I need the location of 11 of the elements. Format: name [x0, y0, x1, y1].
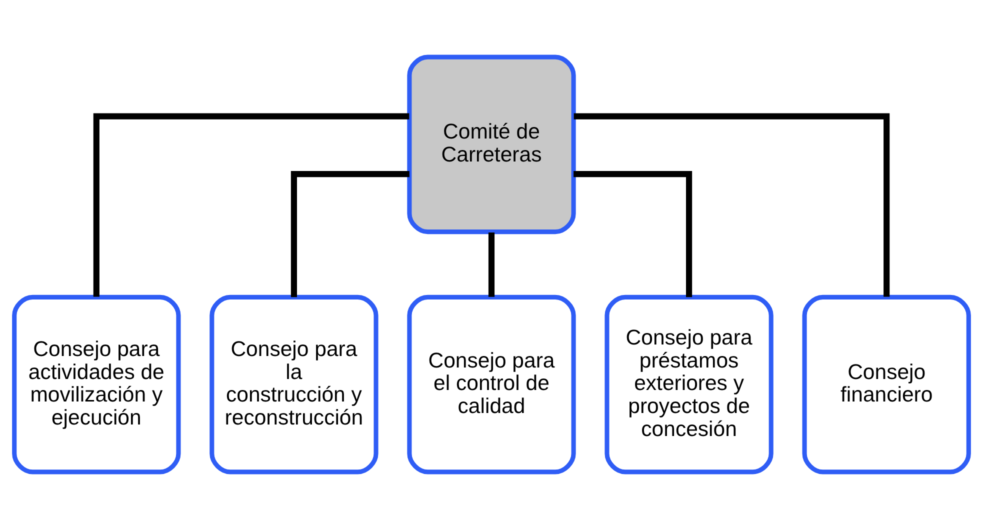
- node-box: Consejo para préstamos exteriores y proyectos de concesión: [604, 294, 774, 474]
- node-box: Comité de Carreteras: [407, 54, 576, 234]
- connector: [290, 171, 410, 298]
- connector: [574, 113, 890, 297]
- connector: [488, 232, 495, 297]
- node-box: Consejo financiero: [802, 294, 971, 474]
- node-box: Consejo para el control de calidad: [407, 294, 576, 474]
- connector: [93, 113, 410, 297]
- node-box: Consejo para la construcción y reconstrucción: [210, 294, 378, 474]
- connector: [574, 171, 692, 298]
- node-box: Consejo para actividades de movilización y ejecución: [12, 294, 181, 474]
